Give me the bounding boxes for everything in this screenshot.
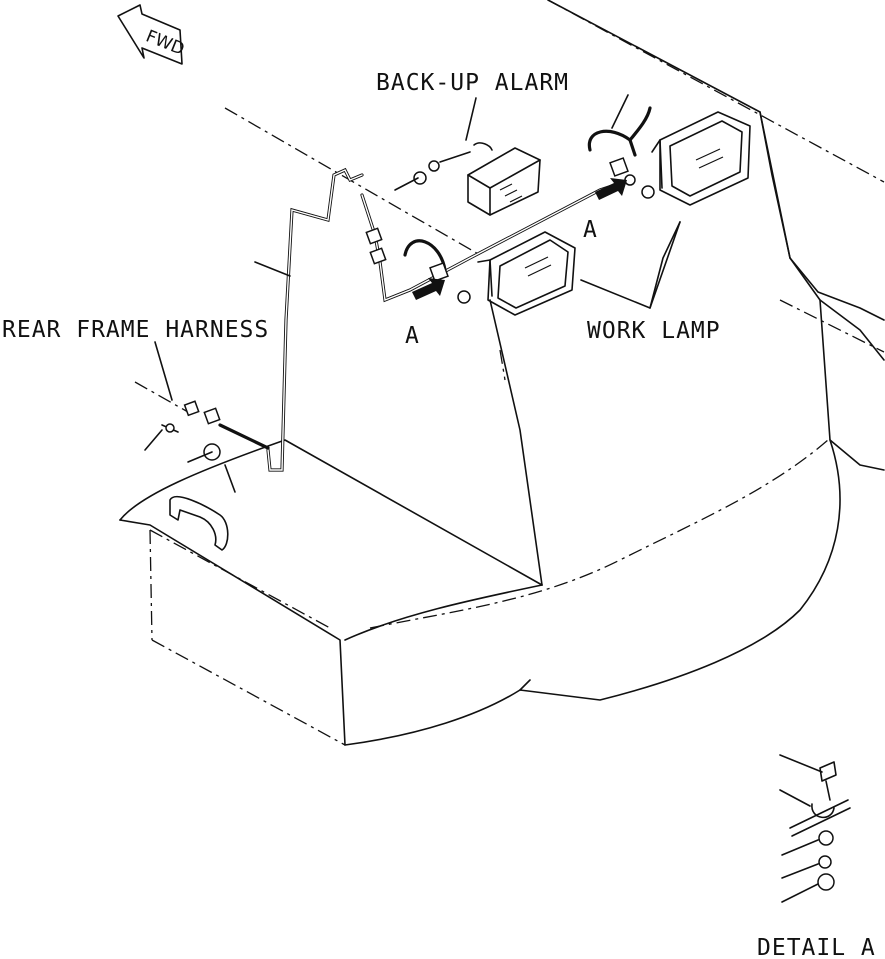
- arrow-a-left-icon: [412, 278, 445, 300]
- detail-a-fastener-stack: [779, 754, 851, 903]
- washer-icon: [818, 830, 834, 846]
- backup-alarm-label: BACK-UP ALARM: [376, 70, 569, 96]
- arrow-a-right-label: A: [583, 217, 598, 243]
- arrow-a-right-icon: [595, 178, 627, 200]
- work-lamp-label: WORK LAMP: [587, 318, 721, 344]
- harness-connectors: [365, 151, 655, 304]
- nut-icon: [817, 873, 835, 891]
- work-lamp-icon: [477, 231, 576, 316]
- connector-icon: [365, 227, 383, 245]
- connector-icon: [429, 262, 449, 282]
- connector-icon: [609, 157, 629, 177]
- connector-icon: [183, 400, 200, 417]
- counterweight-outline: [119, 439, 543, 746]
- rear-frame-harness-wire: [254, 94, 652, 472]
- connector-icon: [203, 407, 221, 425]
- connector-icon: [641, 185, 655, 199]
- arrow-a-left-label: A: [405, 323, 420, 349]
- work-lamp-icon: [651, 111, 751, 206]
- connector-icon: [369, 247, 387, 265]
- backup-alarm-icon: [467, 142, 541, 216]
- rear-frame-harness-label: REAR FRAME HARNESS: [2, 317, 269, 343]
- connector-icon: [428, 160, 440, 172]
- connector-icon: [457, 290, 471, 304]
- clamp-bolt-assembly: [134, 381, 270, 493]
- connector-icon: [413, 171, 427, 185]
- fwd-arrow-icon: FWD: [117, 4, 187, 65]
- detail-a-label: DETAIL A: [757, 935, 876, 959]
- washer-icon: [818, 855, 832, 869]
- bolt-icon: [165, 423, 175, 433]
- machine-body-outline: [224, 0, 885, 701]
- leader-lines: [154, 97, 681, 401]
